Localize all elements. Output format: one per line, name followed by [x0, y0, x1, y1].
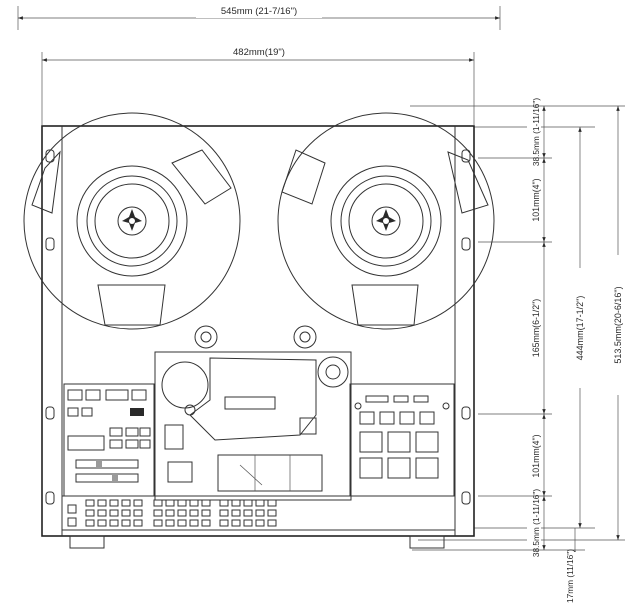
bottom-offset-label: 38.5mm (1-11/16")	[531, 489, 541, 558]
left-control-panel	[63, 383, 155, 497]
front-height-label: 444mm(17-1/2")	[575, 296, 585, 361]
vertical-spacing-dimensions: 38.5mm (1-11/16") 101mm(4") 165mm(6-1/2"…	[527, 98, 546, 558]
button-bank-1	[85, 499, 143, 527]
foot-height-dimension: 17mm (11/16")	[556, 528, 584, 603]
overall-width-label: 545mm (21-7/16")	[221, 6, 297, 17]
overall-height-dimension: 513.5mm(20-6/16")	[610, 106, 626, 540]
tension-arms	[194, 325, 317, 349]
rack-width-label: 482mm(19")	[233, 47, 285, 58]
rack-width-dimension: 482mm(19")	[41, 45, 475, 125]
extension-lines	[410, 105, 625, 551]
button-bank-2	[153, 499, 211, 527]
button-bank-3	[219, 499, 277, 527]
front-height-dimension: 444mm(17-1/2")	[572, 127, 588, 528]
foot-height-label: 17mm (11/16")	[565, 549, 575, 603]
top-offset-label: 38.5mm (1-11/16")	[531, 98, 541, 167]
head-block	[154, 351, 352, 501]
middle-spacing-label: 165mm(6-1/2")	[531, 299, 541, 357]
left-reel	[23, 112, 241, 330]
lower-spacing-label: 101mm(4")	[531, 434, 541, 477]
bottom-button-panel	[62, 495, 455, 531]
deck-front-panel	[41, 125, 475, 549]
right-control-panel	[349, 383, 455, 497]
overall-height-label: 513.5mm(20-6/16")	[613, 286, 623, 363]
right-reel	[277, 112, 495, 330]
overall-width-dimension: 545mm (21-7/16")	[17, 5, 501, 30]
upper-spacing-label: 101mm(4")	[531, 178, 541, 221]
